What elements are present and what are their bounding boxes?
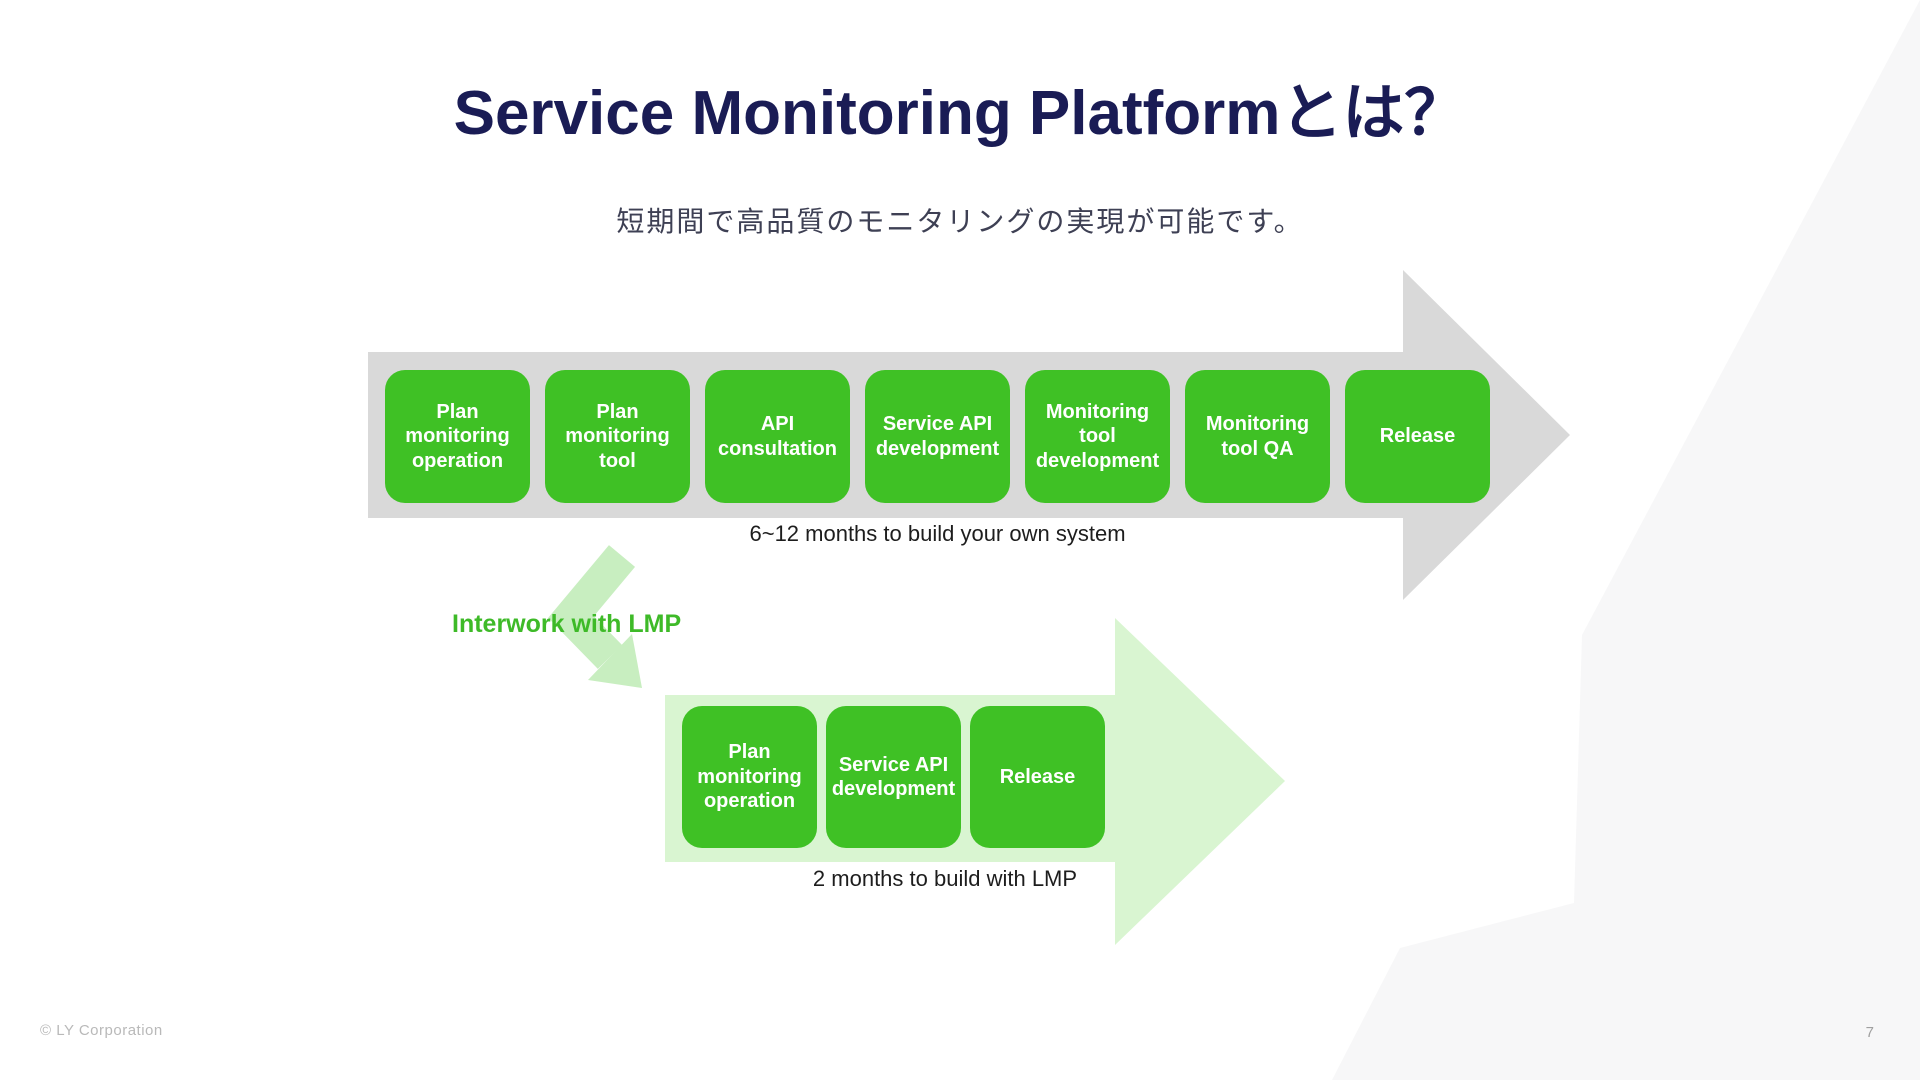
flow-step-service-api-development: Service API development bbox=[826, 706, 961, 848]
flow-step-plan-monitoring-operation: Plan monitoring operation bbox=[385, 370, 530, 503]
flow-step-release: Release bbox=[1345, 370, 1490, 503]
diy-flow-caption: 6~12 months to build your own system bbox=[749, 521, 1126, 546]
flow-step-api-consultation: API consultation bbox=[705, 370, 850, 503]
page-number: 7 bbox=[1865, 1024, 1874, 1041]
flow-step-plan-monitoring-operation: Plan monitoring operation bbox=[682, 706, 817, 848]
flow-step-plan-monitoring-tool: Plan monitoring tool bbox=[545, 370, 690, 503]
diy-flow-steps: Plan monitoring operation Plan monitorin… bbox=[385, 370, 1490, 503]
flow-step-service-api-development: Service API development bbox=[865, 370, 1010, 503]
corner-decoration bbox=[1332, 0, 1920, 1080]
slide-subtitle: 短期間で高品質のモニタリングの実現が可能です。 bbox=[616, 206, 1304, 237]
interwork-bent-arrow-icon bbox=[548, 545, 642, 688]
flow-step-release: Release bbox=[970, 706, 1105, 848]
copyright-footer: © LY Corporation bbox=[40, 1022, 163, 1039]
lmp-flow-caption: 2 months to build with LMP bbox=[812, 866, 1078, 891]
slide-title: Service Monitoring Platformとは？ bbox=[453, 79, 1467, 148]
flow-step-monitoring-tool-qa: Monitoring tool QA bbox=[1185, 370, 1330, 503]
interwork-label: Interwork with LMP bbox=[452, 610, 682, 638]
lmp-flow-steps: Plan monitoring operation Service API de… bbox=[682, 706, 1105, 848]
flow-step-monitoring-tool-development: Monitoring tool development bbox=[1025, 370, 1170, 503]
